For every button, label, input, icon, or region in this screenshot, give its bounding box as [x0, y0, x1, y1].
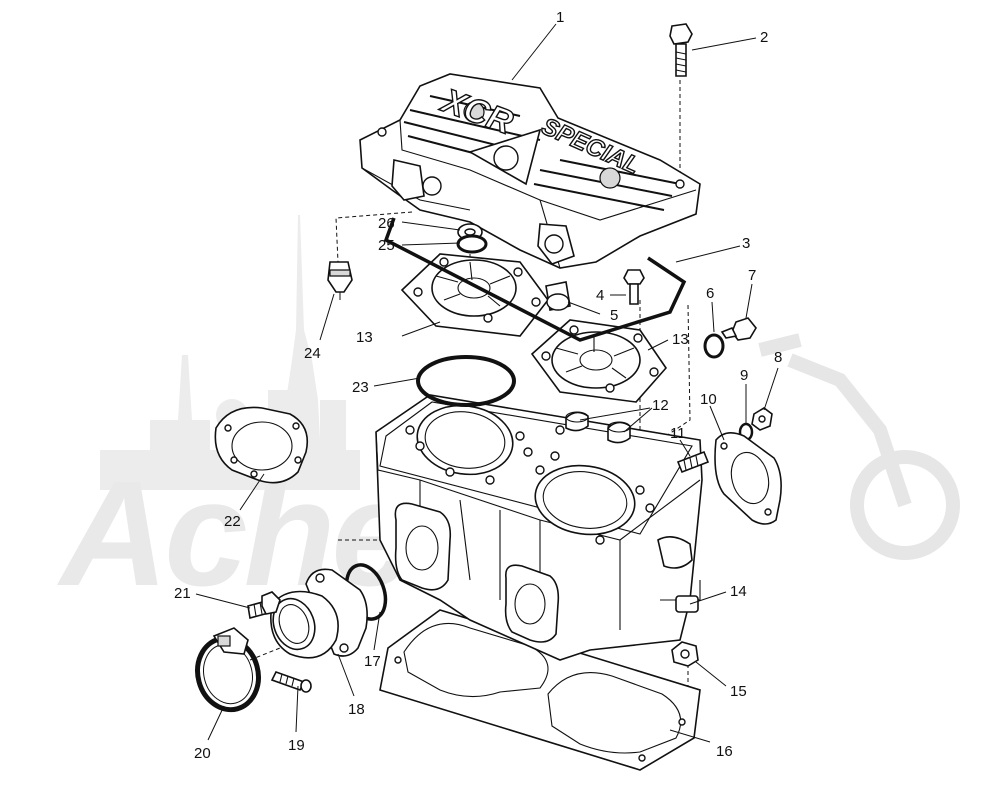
callout-2: 2 [760, 29, 768, 46]
head-insert-right [530, 319, 668, 403]
callout-12: 12 [652, 397, 669, 414]
callout-4: 4 [596, 287, 604, 304]
callout-3: 3 [742, 235, 750, 252]
head-cover-seal [383, 217, 687, 342]
cover-sleeve [545, 281, 571, 311]
callout-5: 5 [610, 307, 618, 324]
insert-bolt [623, 269, 645, 305]
head-cover: XCR SPECIAL [359, 73, 701, 269]
callout-18: 18 [348, 701, 365, 718]
callout-24: 24 [304, 345, 321, 362]
callout-22: 22 [224, 513, 241, 530]
exhaust-gasket [214, 406, 309, 484]
callout-13-left: 13 [356, 329, 373, 346]
flange-bolt [720, 317, 757, 341]
callout-10: 10 [700, 391, 717, 408]
callout-6: 6 [706, 285, 714, 302]
callout-7: 7 [748, 267, 756, 284]
clamp-screw [270, 671, 312, 693]
cylinder-block [375, 394, 703, 661]
cover-bolt [669, 23, 693, 77]
intake-adapter [270, 568, 368, 659]
callout-leaders [195, 23, 779, 743]
callout-15: 15 [730, 683, 747, 700]
base-gasket [379, 609, 701, 771]
cylinder-o-ring [416, 355, 516, 407]
exhaust-flange-gasket [714, 432, 782, 525]
watermark-motorcycle [758, 333, 960, 560]
hose-clamp [195, 627, 261, 713]
head-insert-left [400, 253, 550, 337]
callout-17: 17 [364, 653, 381, 670]
callout-13-right: 13 [672, 331, 689, 348]
temperature-sensor [327, 261, 353, 300]
callout-1: 1 [556, 9, 564, 26]
callout-26: 26 [378, 215, 395, 232]
flange-washer [703, 333, 725, 359]
callout-8: 8 [774, 349, 782, 366]
callout-14: 14 [730, 583, 747, 600]
plug-washer [456, 234, 488, 254]
exhaust-nut [751, 407, 773, 431]
callout-23: 23 [352, 379, 369, 396]
callout-25: 25 [378, 237, 395, 254]
dowel-pins [565, 411, 631, 444]
callout-16: 16 [716, 743, 733, 760]
exhaust-stud [676, 450, 710, 474]
block-nut [671, 641, 699, 667]
callout-21: 21 [174, 585, 191, 602]
callout-11: 11 [670, 425, 686, 442]
callout-labels: 1 2 3 4 5 6 7 8 9 10 11 12 13 13 14 15 1… [174, 9, 782, 762]
callout-19: 19 [288, 737, 305, 754]
callout-20: 20 [194, 745, 211, 762]
adapter-bolt [247, 591, 281, 620]
callout-9: 9 [740, 367, 748, 384]
